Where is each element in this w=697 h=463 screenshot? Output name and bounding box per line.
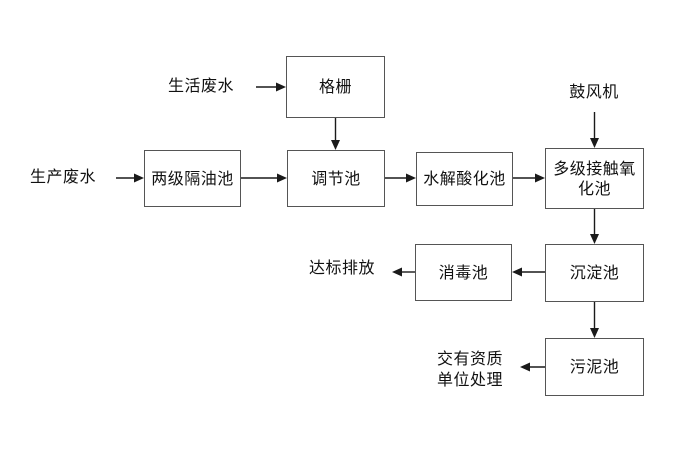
node-oil-separator[interactable]: 两级隔油池	[144, 150, 241, 207]
connector-grille-to-regulating	[331, 118, 340, 150]
label-blower: 鼓风机	[569, 82, 619, 102]
label-production-wastewater: 生产废水	[29, 166, 96, 186]
connector-domestic-to-grille	[256, 82, 286, 92]
label-qualified-unit-treatment: 交有资质 单位处理	[436, 349, 503, 389]
label-domestic-wastewater: 生活废水	[167, 75, 234, 95]
node-sedimentation-tank[interactable]: 沉淀池	[545, 244, 644, 302]
connector-oxidation-to-sedimentation	[590, 209, 599, 244]
node-grille[interactable]: 格栅	[286, 56, 385, 118]
connector-production-to-oil	[116, 173, 144, 183]
connector-disinfection-to-discharge	[392, 267, 415, 277]
connector-regulating-to-hydrolysis	[385, 173, 416, 183]
label-compliant-discharge: 达标排放	[308, 257, 375, 277]
connector-blower-to-oxidation	[590, 112, 599, 148]
node-sludge-tank[interactable]: 污泥池	[545, 338, 644, 396]
node-disinfection-tank[interactable]: 消毒池	[415, 244, 512, 301]
connector-sludge-to-qualified-unit	[520, 362, 545, 372]
node-hydrolysis-acidification-tank[interactable]: 水解酸化池	[416, 152, 513, 206]
connector-sedimentation-to-disinfection	[512, 267, 545, 277]
node-multistage-contact-oxidation-tank[interactable]: 多级接触氧 化池	[545, 148, 644, 209]
connector-oil-to-regulating	[241, 173, 287, 183]
connector-sedimentation-to-sludge	[590, 302, 599, 338]
node-regulating-tank[interactable]: 调节池	[287, 150, 385, 207]
connector-hydrolysis-to-oxidation	[513, 173, 545, 183]
